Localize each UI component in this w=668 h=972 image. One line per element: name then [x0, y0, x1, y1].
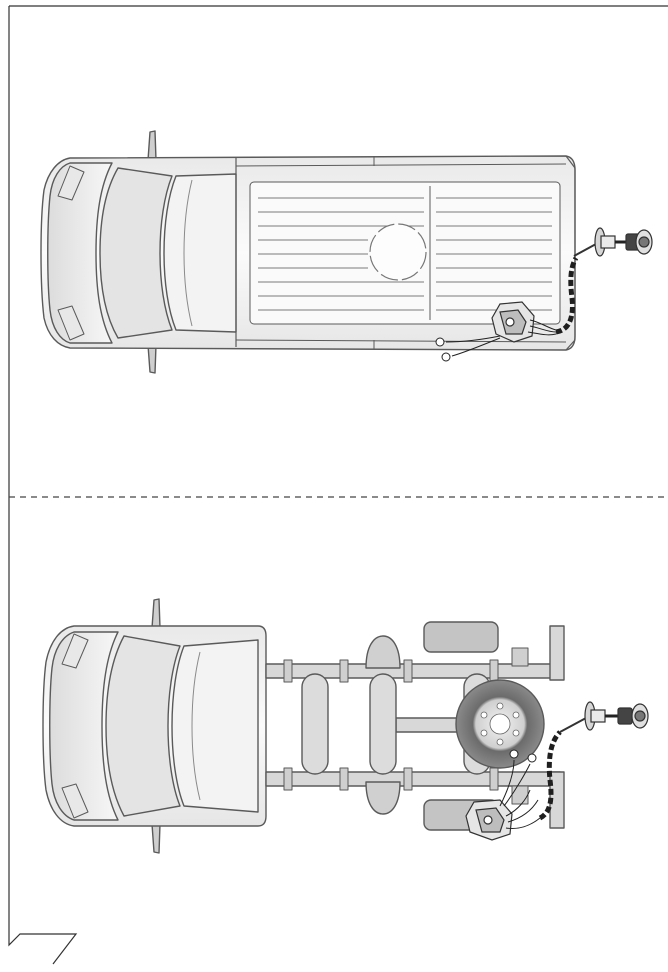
tank-left: [301, 673, 329, 775]
van-cab-roof: [163, 173, 237, 333]
chassis-top-view: [42, 598, 565, 854]
spare-wheel-bolts: [480, 702, 520, 746]
frame-rail-bottom: [265, 771, 561, 787]
socket-icon: [573, 227, 628, 257]
chassis-windshield: [105, 635, 181, 817]
chassis-right-mirror: [151, 823, 161, 854]
rear-tire-top: [423, 621, 499, 653]
chassis-main-cable: [538, 730, 562, 821]
tank-mid: [369, 673, 397, 775]
van-wiring: [435, 227, 653, 362]
rear-crossbeam: [549, 625, 565, 681]
chassis-plug-icon: [617, 703, 649, 729]
page-corner-tab: [8, 925, 78, 965]
chassis-socket-icon: [559, 701, 620, 733]
left-mirror: [147, 130, 157, 161]
page-border: [8, 5, 668, 925]
right-mirror: [147, 344, 157, 374]
chassis-cab-roof: [171, 639, 259, 813]
chassis-ground-lug-icon: [509, 749, 537, 763]
main-cable: [555, 256, 579, 335]
chassis-wiring: [465, 701, 649, 841]
van-top-view: [40, 130, 576, 374]
module-icon: [491, 301, 535, 343]
chassis-module-icon: [465, 799, 513, 841]
van-windshield: [99, 167, 173, 339]
van-hood: [47, 162, 113, 344]
ground-lug-icon: [435, 337, 451, 362]
chassis-left-mirror: [151, 598, 161, 629]
roof-ribs: [258, 197, 552, 311]
plug-icon: [625, 229, 653, 255]
roof-vent: [369, 223, 427, 281]
chassis-hood: [49, 631, 119, 821]
